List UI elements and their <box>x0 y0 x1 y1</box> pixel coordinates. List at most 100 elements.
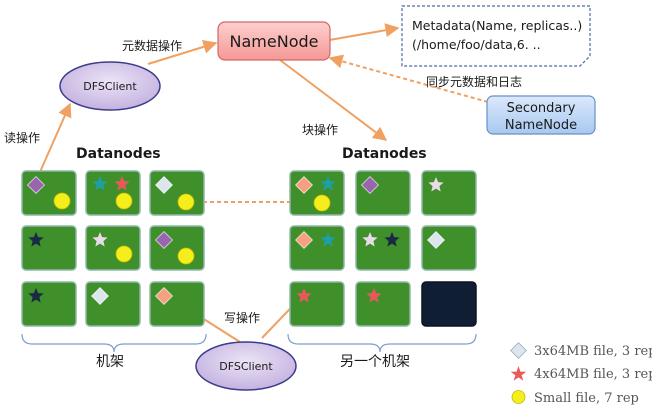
datanode-right-3-1[interactable] <box>289 281 345 327</box>
diamond-icon <box>91 287 109 305</box>
metadata-line2: (/home/foo/data,6. .. <box>412 37 541 52</box>
star-icon <box>28 288 44 303</box>
datanode-left-1-3[interactable] <box>149 170 205 216</box>
datanode-left-2-1[interactable] <box>21 225 77 271</box>
star-icon <box>428 177 444 192</box>
datanode-box <box>21 281 77 327</box>
secondary-namenode-box[interactable]: Secondary NameNode <box>486 95 596 135</box>
datanode-grid <box>21 170 477 327</box>
legend-item-diamond: 3x64MB file, 3 rep <box>510 342 652 359</box>
metadata-line1: Metadata(Name, replicas..) <box>412 18 582 33</box>
circle-icon <box>115 245 133 263</box>
secondary-line2: NameNode <box>505 118 577 133</box>
label-write-op: 写操作 <box>224 310 260 325</box>
diamond-icon <box>155 176 173 194</box>
star-icon <box>366 288 382 303</box>
diamond-icon <box>155 231 173 249</box>
datanode-right-2-3[interactable] <box>421 225 477 271</box>
datanode-box <box>149 170 205 216</box>
rack-brace-left <box>21 333 207 353</box>
legend-item-circle: Small file, 7 rep <box>511 390 639 406</box>
datanode-right-1-3[interactable] <box>421 170 477 216</box>
datanode-right-3-3[interactable] <box>421 281 477 327</box>
label-datanodes-right: Datanodes <box>342 146 427 162</box>
circle-icon <box>511 390 526 404</box>
datanode-right-1-1[interactable] <box>289 170 345 216</box>
star-icon <box>114 176 130 191</box>
label-read-op: 读操作 <box>4 130 40 145</box>
datanode-box <box>85 170 141 216</box>
label-rack-right: 另一个机架 <box>340 354 410 370</box>
diamond-icon <box>510 342 527 359</box>
diamond-icon <box>27 176 45 194</box>
datanode-box <box>421 170 477 216</box>
datanode-box <box>421 281 477 327</box>
metadata-note: Metadata(Name, replicas..) (/home/foo/da… <box>401 5 591 67</box>
label-block-op: 块操作 <box>302 122 338 137</box>
star-icon <box>510 366 527 381</box>
star-icon <box>296 288 312 303</box>
datanode-left-2-2[interactable] <box>85 225 141 271</box>
diamond-icon <box>155 287 173 305</box>
datanode-box <box>355 281 411 327</box>
datanode-left-3-2[interactable] <box>85 281 141 327</box>
datanode-right-3-2[interactable] <box>355 281 411 327</box>
arrow-client-to-namenode <box>147 40 218 65</box>
datanode-box <box>149 281 205 327</box>
datanode-box <box>289 281 345 327</box>
datanode-box <box>85 281 141 327</box>
diamond-icon <box>427 231 445 249</box>
circle-icon <box>177 193 195 211</box>
legend-label-diamond: 3x64MB file, 3 rep <box>534 344 652 359</box>
label-sync: 同步元数据和日志 <box>426 74 522 89</box>
legend-item-star: 4x64MB file, 3 rep <box>510 366 652 382</box>
star-icon <box>92 232 108 247</box>
legend-label-circle: Small file, 7 rep <box>534 391 639 406</box>
secondary-line1: Secondary <box>507 101 576 116</box>
arrow-secondary-to-namenode <box>328 54 489 103</box>
datanode-box <box>85 225 141 271</box>
star-icon <box>28 232 44 247</box>
datanode-box <box>289 225 345 271</box>
datanode-left-3-3[interactable] <box>149 281 205 327</box>
circle-icon <box>313 194 331 212</box>
star-icon <box>384 232 400 247</box>
legend-label-star: 4x64MB file, 3 rep <box>534 367 652 382</box>
star-icon <box>362 232 378 247</box>
datanode-left-1-1[interactable] <box>21 170 77 216</box>
dfsclient-top-label: DFSClient <box>83 80 137 93</box>
diamond-icon <box>295 231 313 249</box>
star-icon <box>320 176 336 191</box>
namenode-box[interactable]: NameNode <box>217 21 331 61</box>
circle-icon <box>115 192 133 210</box>
datanode-right-2-2[interactable] <box>355 225 411 271</box>
label-rack-left: 机架 <box>96 354 124 370</box>
circle-icon <box>177 247 195 265</box>
datanode-box <box>21 225 77 271</box>
arrow-namenode-to-datanodes <box>279 59 388 141</box>
label-metadata-op: 元数据操作 <box>122 38 182 53</box>
datanode-box <box>355 225 411 271</box>
diamond-icon <box>361 176 379 194</box>
star-icon <box>320 232 336 247</box>
dfsclient-top[interactable]: DFSClient <box>59 61 161 111</box>
diamond-icon <box>295 176 313 194</box>
datanode-right-1-2[interactable] <box>355 170 411 216</box>
label-datanodes-left: Datanodes <box>76 146 161 162</box>
legend: 3x64MB file, 3 rep 4x64MB file, 3 rep Sm… <box>510 342 652 406</box>
datanode-left-2-3[interactable] <box>149 225 205 271</box>
arrow-datanode-to-client <box>39 102 72 173</box>
arrow-namenode-to-metadata <box>317 23 400 43</box>
datanode-box <box>421 225 477 271</box>
star-icon <box>92 176 108 191</box>
datanode-left-3-1[interactable] <box>21 281 77 327</box>
datanode-box <box>21 170 77 216</box>
dfsclient-bottom-label: DFSClient <box>219 360 273 373</box>
rack-brace-right <box>287 333 477 353</box>
datanode-left-1-2[interactable] <box>85 170 141 216</box>
namenode-label: NameNode <box>230 32 319 51</box>
circle-icon <box>53 192 71 210</box>
dfsclient-bottom[interactable]: DFSClient <box>195 341 297 391</box>
datanode-box <box>355 170 411 216</box>
datanode-right-2-1[interactable] <box>289 225 345 271</box>
